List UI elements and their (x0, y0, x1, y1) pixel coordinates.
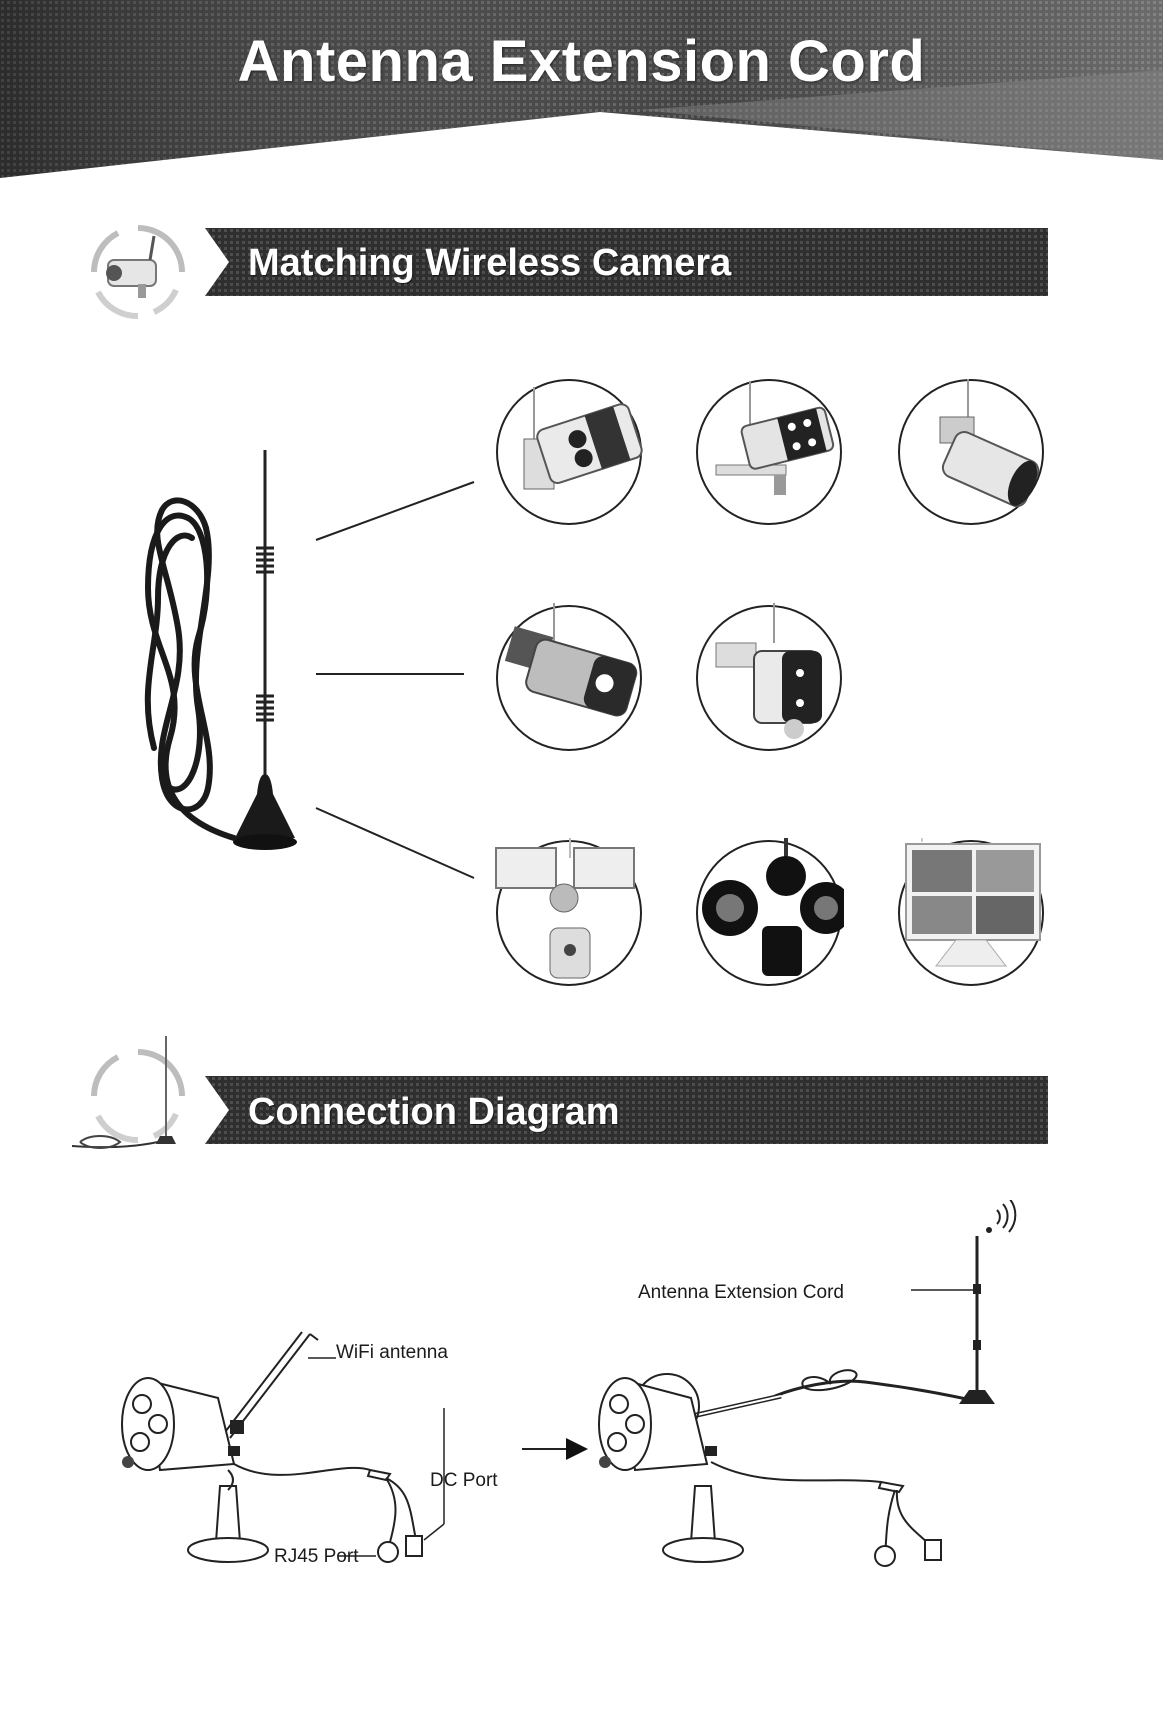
section-bar-matching (205, 228, 1048, 296)
section-title-connection: Connection Diagram (248, 1091, 620, 1133)
wifi-antenna-label: WiFi antenna (336, 1342, 448, 1363)
bullet-camera-black-front-icon (696, 603, 842, 751)
bullet-camera-spotlight-icon (496, 603, 642, 751)
camera-with-extension-cord-diagram (598, 1200, 1017, 1567)
nvr-monitor-icon (898, 838, 1044, 986)
header-banner (0, 0, 1163, 178)
bullet-camera-dual-led-icon (496, 379, 643, 525)
floodlight-camera-black-icon (696, 838, 844, 986)
bullet-camera-side-icon (898, 379, 1044, 525)
floodlight-camera-white-icon (495, 838, 642, 986)
camera-with-wifi-antenna-diagram (121, 1331, 445, 1563)
antenna-section-icon (71, 1036, 185, 1149)
page-title: Antenna Extension Cord (237, 29, 926, 94)
antenna-extension-cord-image (144, 450, 297, 850)
section-bar-connection (205, 1076, 1048, 1144)
pointer-lines (315, 481, 475, 879)
antenna-extension-cord-label: Antenna Extension Cord (638, 1282, 844, 1303)
camera-section-icon (91, 225, 185, 320)
bullet-camera-ir-bracket-icon (696, 379, 842, 525)
section-title-matching: Matching Wireless Camera (248, 242, 732, 284)
dc-port-label: DC Port (430, 1470, 498, 1491)
rj45-port-label: RJ45 Port (274, 1546, 359, 1567)
arrow-right-icon (522, 1438, 588, 1460)
